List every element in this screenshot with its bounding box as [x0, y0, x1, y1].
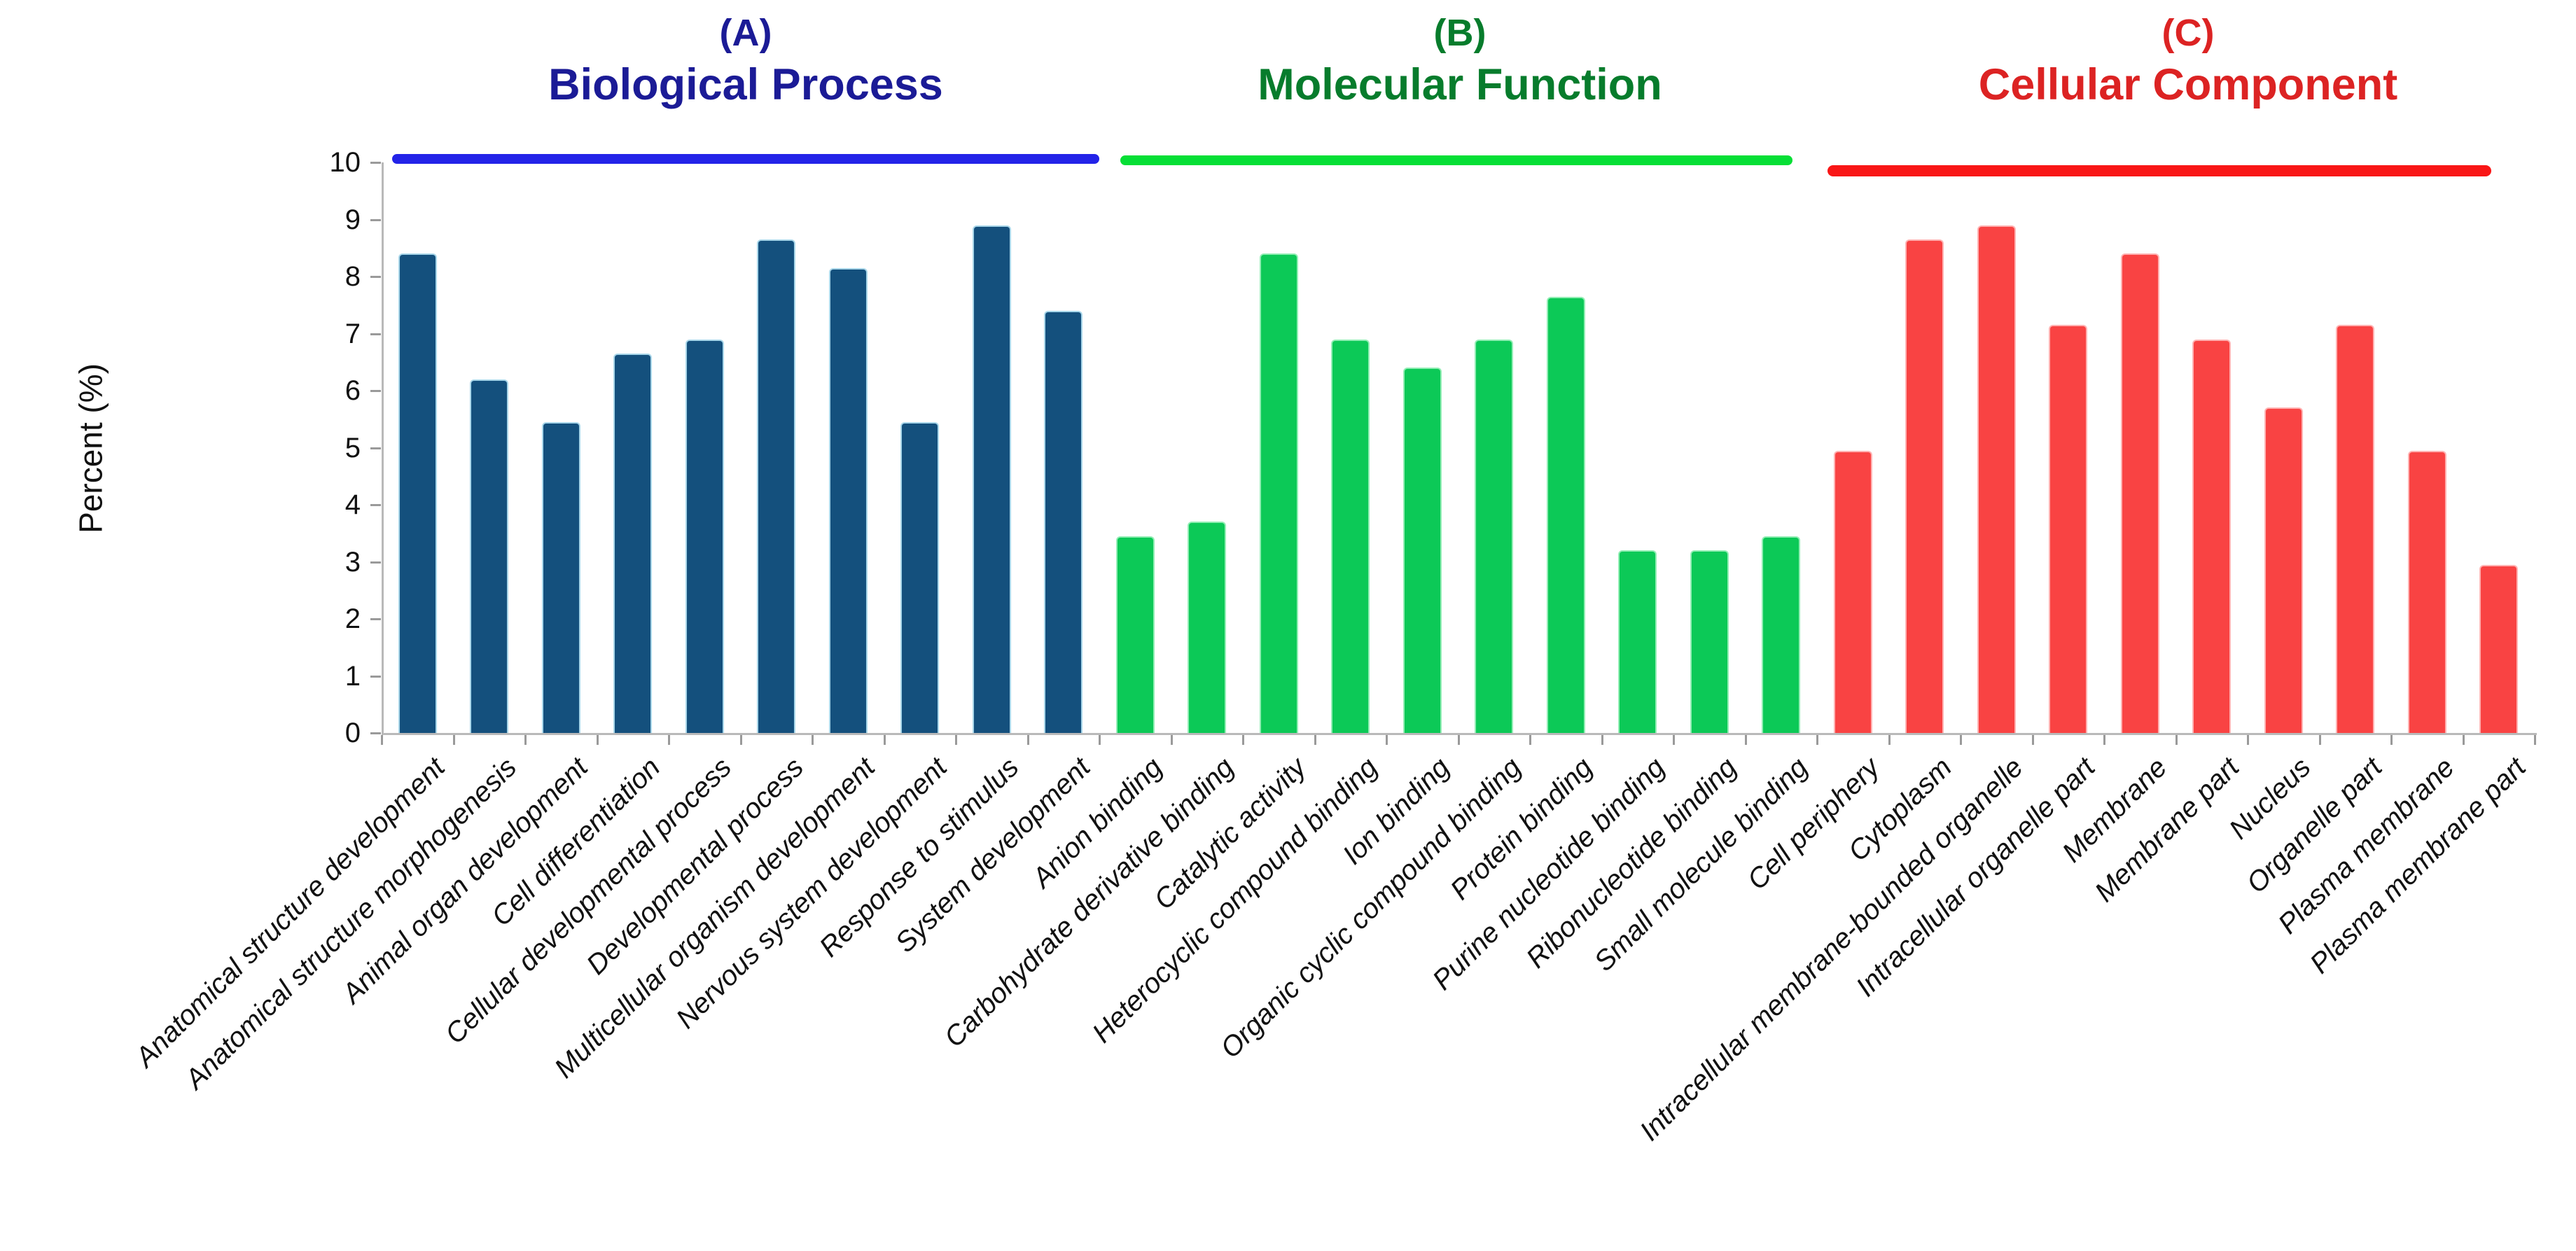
bar-membrane-part: [2192, 339, 2232, 733]
x-tick: [2318, 735, 2321, 745]
y-tick-label: 5: [344, 432, 361, 463]
bar-ribonucleotide-binding: [1690, 550, 1729, 733]
section-c-title: Cellular Component: [1978, 60, 2398, 110]
y-tick: [370, 333, 381, 335]
x-tick: [1601, 735, 1603, 745]
bar-small-molecule-binding: [1762, 536, 1801, 733]
x-axis-label: Anatomical structure development: [129, 752, 451, 1073]
y-tick: [370, 447, 381, 449]
x-tick: [1026, 735, 1029, 745]
bar-multicellular-organism-development: [828, 267, 868, 733]
plot-area: [382, 162, 2537, 735]
x-axis-label: Anatomical structure morphogenesis: [179, 752, 522, 1096]
x-tick: [1744, 735, 1747, 745]
y-axis-title: Percent (%): [72, 363, 109, 533]
y-tick: [370, 732, 381, 734]
y-tick: [370, 218, 381, 221]
x-tick: [452, 735, 455, 745]
bar-anatomical-structure-development: [398, 253, 437, 733]
x-tick: [1888, 735, 1891, 745]
y-tick-label: 4: [344, 489, 361, 520]
bar-cell-differentiation: [613, 354, 653, 733]
bar-catalytic-activity: [1259, 253, 1298, 733]
bar-anatomical-structure-morphogenesis: [470, 379, 509, 733]
x-tick: [1170, 735, 1173, 745]
x-tick: [1386, 735, 1388, 745]
bar-cellular-developmental-process: [685, 339, 724, 733]
section-c-letter: (C): [2161, 12, 2215, 54]
bar-organelle-part: [2336, 325, 2375, 733]
x-tick: [955, 735, 957, 745]
bar-heterocyclic-compound-binding: [1331, 339, 1370, 733]
y-tick: [370, 561, 381, 564]
x-tick: [2247, 735, 2249, 745]
bar-plasma-membrane-part: [2479, 564, 2519, 733]
x-tick: [2534, 735, 2536, 745]
y-tick-label: 7: [344, 318, 361, 349]
x-tick: [1960, 735, 1962, 745]
bar-cytoplasm: [1905, 239, 1944, 733]
x-tick: [2462, 735, 2465, 745]
section-a-letter: (A): [719, 12, 772, 54]
bar-ion-binding: [1402, 368, 1442, 733]
section-b-header: (B) Molecular Function: [1258, 12, 1662, 110]
bar-purine-nucleotide-binding: [1618, 550, 1657, 733]
bar-nervous-system-development: [900, 421, 940, 733]
x-tick: [2103, 735, 2105, 745]
x-tick: [2031, 735, 2034, 745]
y-tick-label: 6: [344, 375, 361, 406]
section-a-header: (A) Biological Process: [548, 12, 943, 110]
y-tick-label: 10: [329, 147, 361, 178]
x-tick: [524, 735, 527, 745]
x-tick: [2175, 735, 2178, 745]
y-tick-label: 8: [344, 261, 361, 292]
y-tick-label: 0: [344, 718, 361, 748]
y-tick-label: 9: [344, 204, 361, 235]
section-c-header: (C) Cellular Component: [1978, 12, 2398, 110]
section-b-underline: [1120, 155, 1792, 165]
y-tick-label: 1: [344, 660, 361, 692]
x-tick: [1816, 735, 1818, 745]
y-tick-label: 2: [344, 603, 361, 634]
x-tick: [668, 735, 670, 745]
bar-system-development: [1044, 310, 1083, 733]
bar-developmental-process: [757, 239, 796, 733]
x-tick: [812, 735, 814, 745]
bar-nucleus: [2264, 407, 2303, 733]
bar-carbohydrate-derivative-binding: [1188, 522, 1227, 733]
x-tick: [1529, 735, 1531, 745]
x-tick: [1242, 735, 1244, 745]
y-tick: [370, 618, 381, 620]
x-tick: [2390, 735, 2393, 745]
bar-anion-binding: [1115, 536, 1155, 733]
x-tick: [739, 735, 742, 745]
section-a-underline: [392, 154, 1099, 164]
bar-intracellular-membrane-bounded-organelle: [1977, 225, 2016, 733]
section-a-title: Biological Process: [548, 60, 943, 110]
y-tick: [370, 390, 381, 392]
section-b-title: Molecular Function: [1258, 60, 1662, 110]
section-c-underline: [1827, 165, 2491, 176]
x-tick: [1673, 735, 1675, 745]
y-tick: [370, 504, 381, 506]
y-tick: [370, 276, 381, 278]
y-tick: [370, 162, 381, 164]
bar-plasma-membrane: [2407, 450, 2446, 733]
x-tick: [596, 735, 599, 745]
bar-protein-binding: [1546, 296, 1585, 733]
x-tick: [381, 735, 383, 745]
x-tick: [883, 735, 886, 745]
bar-intracellular-organelle-part: [2049, 325, 2088, 733]
x-tick: [1314, 735, 1316, 745]
bar-animal-organ-development: [541, 421, 580, 733]
bar-cell-periphery: [1833, 450, 1872, 733]
x-tick: [1457, 735, 1460, 745]
y-tick: [370, 675, 381, 678]
section-b-letter: (B): [1433, 12, 1487, 54]
y-tick-label: 3: [344, 546, 361, 578]
bar-response-to-stimulus: [972, 225, 1011, 733]
bar-organic-cyclic-compound-binding: [1475, 339, 1514, 733]
x-tick: [1099, 735, 1101, 745]
bar-membrane: [2120, 253, 2159, 733]
